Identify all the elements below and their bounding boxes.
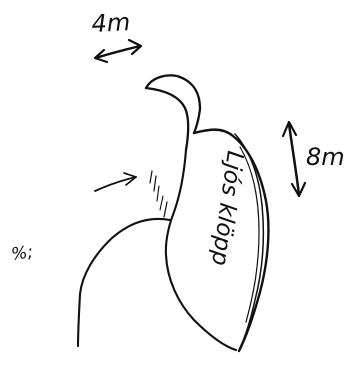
width-dimension-label: 4m (91, 8, 131, 38)
height-dimension-arrow (289, 124, 299, 195)
shadow-marks (150, 171, 167, 217)
rock-label: Ljós klöpp (206, 149, 248, 267)
shadow-stroke-5 (164, 202, 167, 217)
shadow-stroke-2 (154, 176, 156, 191)
height-dimension: 8m (283, 122, 345, 196)
rock-top-hook (146, 75, 200, 133)
left-note: %; (10, 242, 34, 265)
shadow-stroke-1 (150, 171, 152, 183)
pointer-shaft (95, 177, 136, 191)
width-dimension: 4m (91, 8, 141, 62)
ground-contour (78, 219, 170, 346)
rock-left-edge (146, 88, 188, 150)
shadow-stroke-3 (157, 186, 159, 201)
shadow-stroke-4 (160, 196, 163, 210)
height-dimension-label: 8m (306, 143, 345, 171)
pointer-arrow (95, 173, 136, 191)
